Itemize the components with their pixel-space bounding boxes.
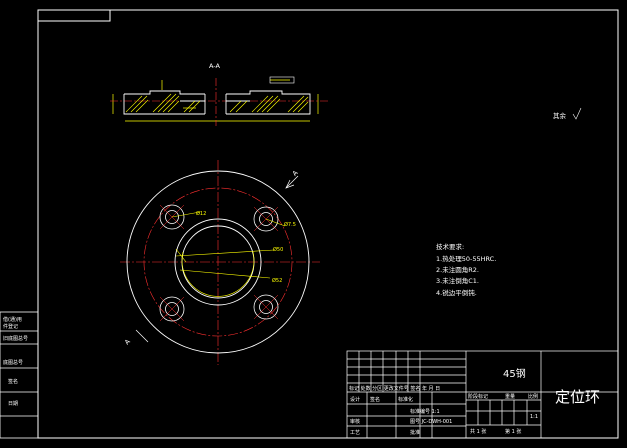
dim-hole-right: Ø7.5 (284, 221, 296, 228)
sheet-frame (37, 9, 619, 439)
view-arrow-top-label: A (291, 168, 300, 177)
left-label-3: 底图总号 (3, 359, 23, 366)
dim-inner-upper: Ø50 (273, 246, 283, 253)
bolt-hole-bottom-left (159, 296, 185, 322)
file-info: 标准编号 1:1 (410, 408, 440, 415)
tech-req-title: 技术要求: (436, 242, 464, 251)
part-name: 定位环 (555, 388, 600, 406)
stage-label: 阶段标记 (468, 393, 488, 400)
standardization-label: 标准化 (398, 396, 413, 403)
review-label: 审核 (350, 418, 360, 425)
sheet-total: 共 1 张 (470, 428, 486, 435)
view-arrow-bottom-label: A (123, 337, 132, 346)
left-label-1: 件登记 (3, 323, 18, 330)
dim-hole-top-left: Ø12 (196, 210, 206, 217)
roughness-note-label: 其余 (553, 111, 567, 120)
outer-circle (126, 170, 310, 354)
designer-sig: 签名 (370, 396, 380, 403)
left-label-4: 签名 (8, 378, 18, 385)
tech-req-item-4: 4.锐边平倒钝. (436, 288, 477, 297)
left-record-strip: 借(通)用 件登记 旧底图总号 底图总号 签名 日期 (0, 311, 39, 439)
scale-value: 1:1 (530, 414, 538, 420)
left-label-0: 借(通)用 (3, 316, 22, 323)
weight-label: 重量 (505, 393, 515, 400)
process-label: 工艺 (350, 430, 360, 436)
tech-req-item-3: 3.未注倒角C1. (436, 276, 479, 285)
inner-circle-outer (174, 218, 262, 306)
approve-label: 批准 (410, 429, 420, 436)
section-view-a-a: A-A (110, 62, 330, 126)
section-label: A-A (209, 62, 221, 70)
sheet-index: 第 1 张 (505, 428, 521, 435)
technical-requirements: 技术要求: 1.热处理50-55HRC. 2.未注圆角R2. 3.未注倒角C1.… (436, 242, 496, 297)
tech-req-item-2: 2.未注圆角R2. (436, 265, 479, 274)
title-block: 标记 处数 分区 更改文件号 签名 年 月 日 设计 签名 标准化 标准编号 1… (346, 350, 619, 439)
bolt-hole-bottom-right (253, 294, 279, 320)
tech-req-item-1: 1.热处理50-55HRC. (436, 254, 496, 263)
designer-label: 设计 (350, 396, 360, 403)
left-label-2: 旧底图总号 (3, 335, 28, 342)
plan-view: Ø12 Ø7.5 Ø50 Ø52 A A (120, 160, 320, 365)
scale-label: 比例 (528, 393, 538, 400)
dim-inner-lower: Ø52 (272, 277, 282, 284)
left-label-5: 日期 (8, 401, 18, 407)
roughness-note: 其余 (553, 107, 582, 120)
drawing-no: 图号 JC-DWH-001 (410, 419, 452, 425)
material-label: 45钢 (503, 367, 526, 380)
revision-header: 标记 处数 分区 更改文件号 签名 年 月 日 (349, 385, 440, 392)
